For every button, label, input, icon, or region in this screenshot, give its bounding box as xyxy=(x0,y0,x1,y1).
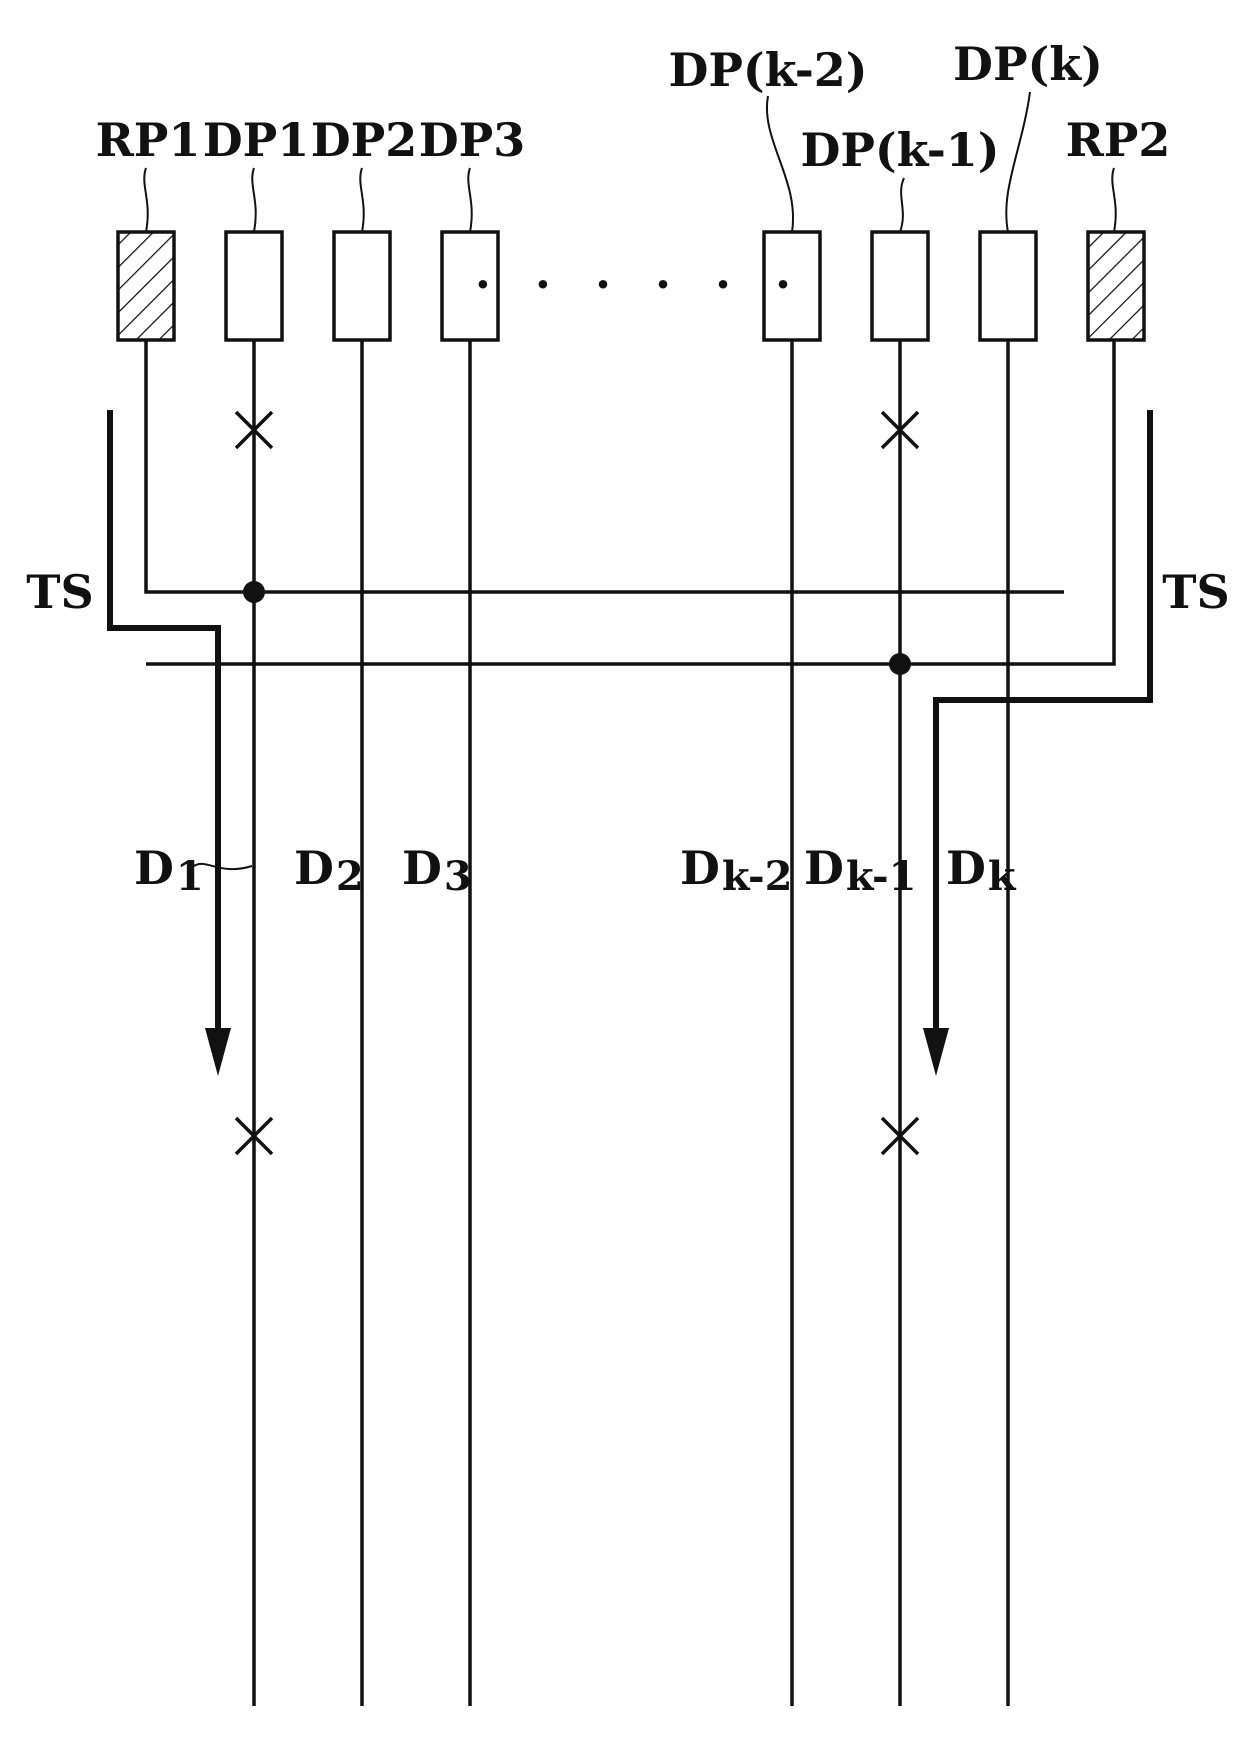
test-signal-path-left xyxy=(110,410,218,1030)
pad-label-rp1: RP1 xyxy=(96,113,201,167)
svg-text:D2: D2 xyxy=(294,841,364,900)
pad-label-dp3: DP3 xyxy=(419,113,526,167)
data-pad-dpk1 xyxy=(872,232,928,340)
pad-label-dpk1: DP(k-1) xyxy=(800,123,999,177)
arrowhead-right xyxy=(923,1028,949,1076)
line-label-d2: D2 xyxy=(294,841,364,900)
leader-dp3 xyxy=(468,168,471,232)
leader-dp1 xyxy=(252,168,255,232)
line-label-d2-sub: 2 xyxy=(336,853,364,900)
pad-label-rp2: RP2 xyxy=(1066,113,1171,167)
data-pad-dp2 xyxy=(334,232,390,340)
ts-label-right: TS xyxy=(1162,565,1229,619)
line-label-d3-main: D xyxy=(402,841,442,895)
data-pad-dpk xyxy=(980,232,1036,340)
pad-label-dpk2: DP(k-2) xyxy=(668,43,867,97)
weld-point-2 xyxy=(889,653,911,675)
line-label-dk1-main: D xyxy=(804,841,844,895)
leader-dp2 xyxy=(360,168,363,232)
line-label-d1-main: D xyxy=(134,841,174,895)
svg-text:Dk-2: Dk-2 xyxy=(680,841,792,900)
leader-dpk2 xyxy=(767,96,793,232)
line-label-d1-sub: 1 xyxy=(176,853,204,900)
pad-label-dpk: DP(k) xyxy=(953,37,1103,91)
leader-rp2 xyxy=(1112,168,1115,232)
line-label-d1: D1 xyxy=(134,841,204,900)
weld-point-1 xyxy=(243,581,265,603)
data-pad-dp1 xyxy=(226,232,282,340)
ellipsis: . . . . . . xyxy=(475,245,805,299)
line-label-dk2: Dk-2 xyxy=(680,841,792,900)
svg-text:D3: D3 xyxy=(402,841,472,900)
svg-text:D1: D1 xyxy=(134,841,204,900)
leader-rp1 xyxy=(144,168,147,232)
line-label-dk-sub: k xyxy=(988,853,1017,900)
leader-dpk1 xyxy=(900,178,904,232)
line-label-dk2-main: D xyxy=(680,841,720,895)
line-label-d3: D3 xyxy=(402,841,472,900)
repair-line-1 xyxy=(146,340,1064,592)
test-signal-path-right xyxy=(936,410,1150,1030)
repair-pad-rp2 xyxy=(1088,232,1144,340)
leader-dpk xyxy=(1006,92,1030,232)
line-label-d2-main: D xyxy=(294,841,334,895)
line-label-dk-main: D xyxy=(946,841,986,895)
repair-line-2 xyxy=(146,340,1114,664)
repair-pad-rp1 xyxy=(118,232,174,340)
arrowhead-left xyxy=(205,1028,231,1076)
ts-label-left: TS xyxy=(26,565,93,619)
line-label-dk2-sub: k-2 xyxy=(722,853,793,900)
pad-label-dp2: DP2 xyxy=(311,113,418,167)
line-label-d3-sub: 3 xyxy=(444,853,472,900)
line-label-dk1-sub: k-1 xyxy=(846,853,917,900)
pad-label-dp1: DP1 xyxy=(203,113,310,167)
